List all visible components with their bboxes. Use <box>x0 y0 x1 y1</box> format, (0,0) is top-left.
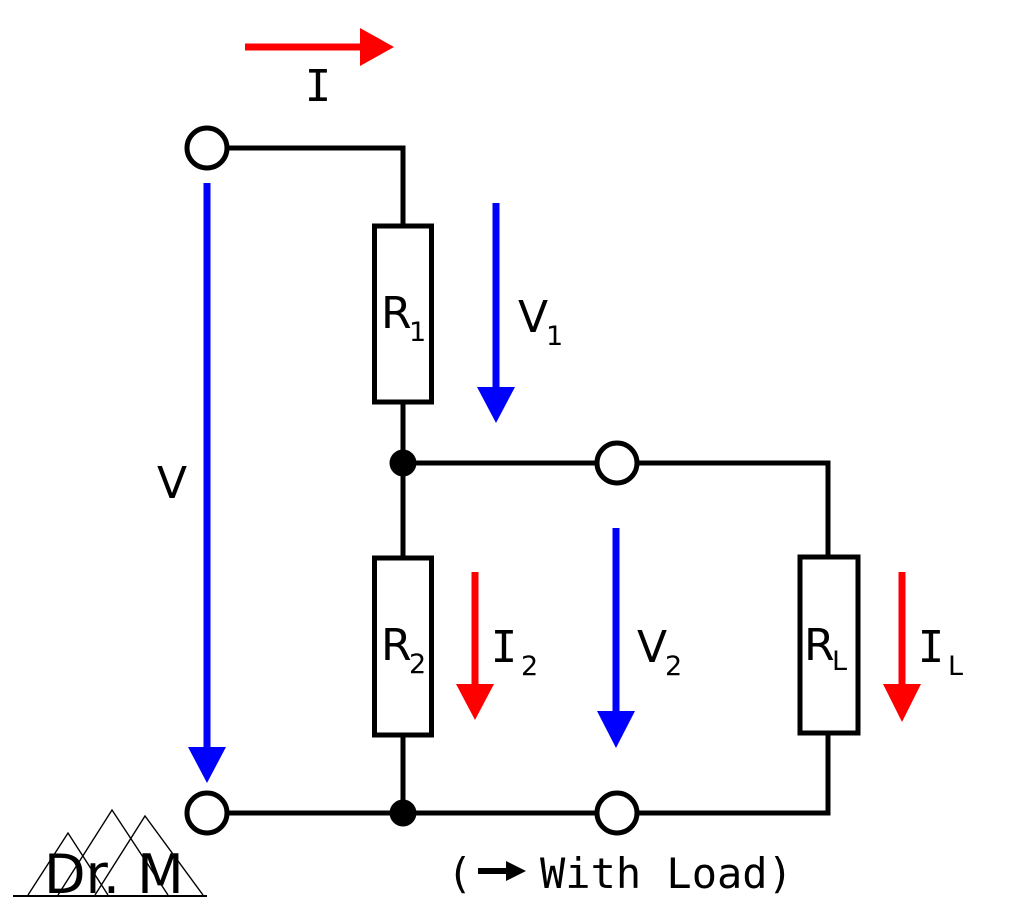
label-r2-base: R <box>381 620 412 671</box>
voltage-v2-arrow-icon <box>597 528 635 748</box>
label-il-sub: L <box>948 651 963 682</box>
terminal-mid-bottom <box>594 790 640 836</box>
caption: ( With Load) <box>447 849 793 898</box>
logo-text: Dr. M <box>44 843 184 903</box>
label-il-base: I <box>918 622 945 673</box>
label-r2-sub: 2 <box>409 649 426 680</box>
resistor-r2-body <box>372 555 434 738</box>
label-r1-base: R <box>381 288 412 339</box>
label-v1-base: V <box>518 292 548 343</box>
voltage-v2-arrow-head <box>597 711 635 748</box>
voltage-v-arrow-icon <box>188 183 226 783</box>
logo-mountain-right <box>94 814 204 896</box>
wire-bottom-right <box>637 733 831 816</box>
label-i2-sub: 2 <box>521 651 538 682</box>
resistor-rl-body <box>797 554 861 736</box>
current-il-arrow-head <box>883 684 921 722</box>
caption-suffix: With Load) <box>540 849 793 898</box>
label-voltage-v: V <box>157 458 187 509</box>
label-rl-base: R <box>804 620 835 671</box>
current-i2-arrow-head <box>456 684 494 720</box>
resistor-r1-body <box>372 223 434 405</box>
voltage-v-arrow-head <box>188 747 226 783</box>
wire-mid-right <box>637 460 831 557</box>
wire-top <box>227 145 406 226</box>
caption-prefix: ( <box>447 849 472 898</box>
label-rl-sub: L <box>832 646 847 677</box>
terminal-mid-top <box>594 440 640 486</box>
label-v2-base: V <box>637 622 667 673</box>
terminal-top-left <box>184 125 230 171</box>
logo: Dr. M <box>13 808 207 903</box>
junction-node-top <box>389 449 417 477</box>
label-r1-sub: 1 <box>409 317 426 348</box>
label-current-i: I <box>305 61 332 112</box>
voltage-v1-arrow-head <box>477 387 515 423</box>
junction-node-bottom <box>389 799 417 827</box>
label-i2-base: I <box>491 622 518 673</box>
logo-mountain-middle <box>57 808 169 896</box>
label-v1-sub: 1 <box>546 321 563 352</box>
logo-mountain-left <box>27 831 109 896</box>
wires <box>227 145 831 816</box>
current-i2-arrow-icon <box>456 572 494 720</box>
voltage-v1-arrow-icon <box>477 203 515 423</box>
right-arrow-icon <box>478 861 526 881</box>
terminal-bottom-left <box>184 790 230 836</box>
current-i-arrow-head <box>360 28 394 66</box>
current-il-arrow-icon <box>883 572 921 722</box>
current-i-arrow-icon <box>245 28 394 66</box>
label-v2-sub: 2 <box>665 651 682 682</box>
